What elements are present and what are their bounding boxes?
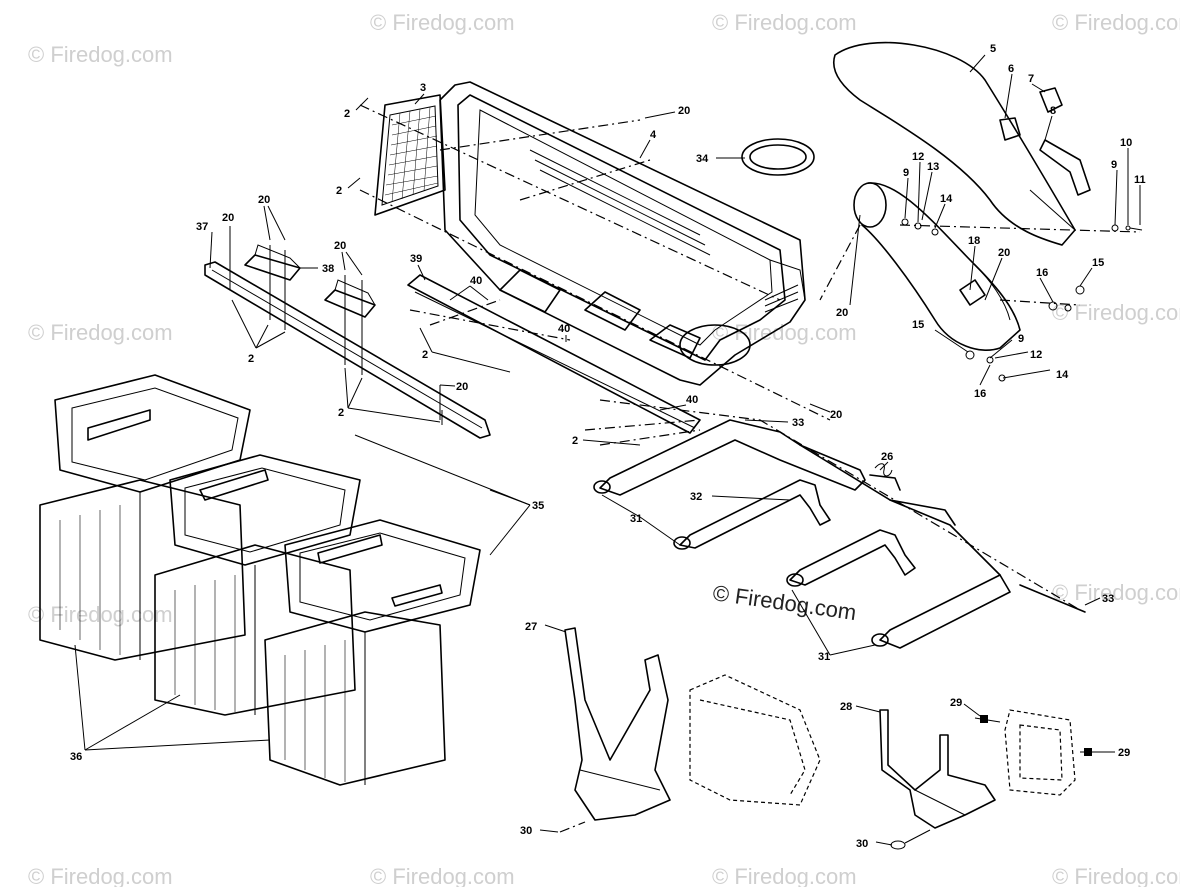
discharge-chute [833,41,1091,246]
callout-labels: 2 3 20 4 2 34 5 6 7 8 10 9 11 12 13 9 14… [70,43,1146,850]
callout-36: 36 [70,751,82,763]
engine-outline-right [1004,709,1076,796]
callout-2: 2 [336,185,342,197]
collection-bags [39,374,481,786]
callout-11: 11 [1134,174,1146,186]
watermark-text: © Firedog.com [1052,10,1180,35]
deflector-plate [407,274,701,434]
callout-38: 38 [322,263,334,275]
callout-39: 39 [410,253,422,265]
watermark-text: © Firedog.com [712,864,857,887]
callout-29: 29 [1118,747,1130,759]
frame-bracket-left [564,627,671,821]
callout-2: 2 [422,349,428,361]
callout-32: 32 [690,491,702,503]
callout-10: 10 [1120,137,1132,149]
assembly-lines [359,104,1141,611]
callout-2: 2 [344,108,350,120]
callout-6: 6 [1008,63,1014,75]
callout-2: 2 [338,407,344,419]
callout-26: 26 [881,451,893,463]
callout-33: 33 [1102,593,1114,605]
watermark-text: © Firedog.com [370,864,515,887]
catcher-housing [439,81,806,386]
watermark-text: © Firedog.com [28,864,173,887]
callout-35: 35 [532,500,544,512]
callout-20: 20 [678,105,690,117]
callout-30: 30 [520,825,532,837]
callout-12: 12 [1030,349,1042,361]
callout-34: 34 [696,153,709,165]
watermark-text: © Firedog.com [1052,580,1180,605]
seal-ring [741,138,815,176]
callout-20: 20 [456,381,468,393]
callout-15: 15 [912,319,924,331]
callout-18: 18 [968,235,980,247]
watermark-text: © Firedog.com [1052,864,1180,887]
watermark-text: © Firedog.com [1052,300,1180,325]
callout-2: 2 [572,435,578,447]
callout-20: 20 [836,307,848,319]
callout-16: 16 [974,388,986,400]
callout-16: 16 [1036,267,1048,279]
callout-33: 33 [792,417,804,429]
callout-3: 3 [420,82,426,94]
callout-15: 15 [1092,257,1104,269]
mounting-brackets [244,244,376,318]
callout-2: 2 [248,353,254,365]
callout-4: 4 [650,129,657,141]
callout-8: 8 [1050,105,1056,117]
callout-20: 20 [998,247,1010,259]
watermark-text: © Firedog.com [370,10,515,35]
watermark-text: © Firedog.com [28,320,173,345]
callout-7: 7 [1028,73,1034,85]
callout-31: 31 [818,651,830,663]
callout-27: 27 [525,621,537,633]
chute-adapter [853,182,1021,351]
callout-12: 12 [912,151,924,163]
callout-30: 30 [856,838,868,850]
callout-28: 28 [840,701,852,713]
callout-14: 14 [940,193,953,205]
support-rail [204,235,491,439]
callout-20: 20 [830,409,842,421]
callout-20: 20 [258,194,270,206]
callout-37: 37 [196,221,208,233]
callout-40: 40 [558,323,570,335]
leader-lines [74,54,1141,846]
callout-9: 9 [1111,159,1117,171]
spring [874,463,893,477]
watermark-text: © Firedog.com [712,10,857,35]
pins-and-bolts [559,715,1110,850]
callout-13: 13 [927,161,939,173]
callout-29: 29 [950,697,962,709]
callout-14: 14 [1056,369,1069,381]
frame-bracket-right [879,709,996,829]
callout-40: 40 [686,394,698,406]
watermark-text: © Firedog.com [28,42,173,67]
callout-5: 5 [990,43,996,55]
mesh-screen [374,94,446,216]
engine-outline-left [689,674,821,806]
callout-9: 9 [1018,333,1024,345]
watermark-center-text: © Firedog.com [711,580,858,625]
frame-assembly [593,419,1086,649]
callout-31: 31 [630,513,642,525]
callout-40: 40 [470,275,482,287]
callout-20: 20 [334,240,346,252]
callout-9: 9 [903,167,909,179]
callout-20: 20 [222,212,234,224]
